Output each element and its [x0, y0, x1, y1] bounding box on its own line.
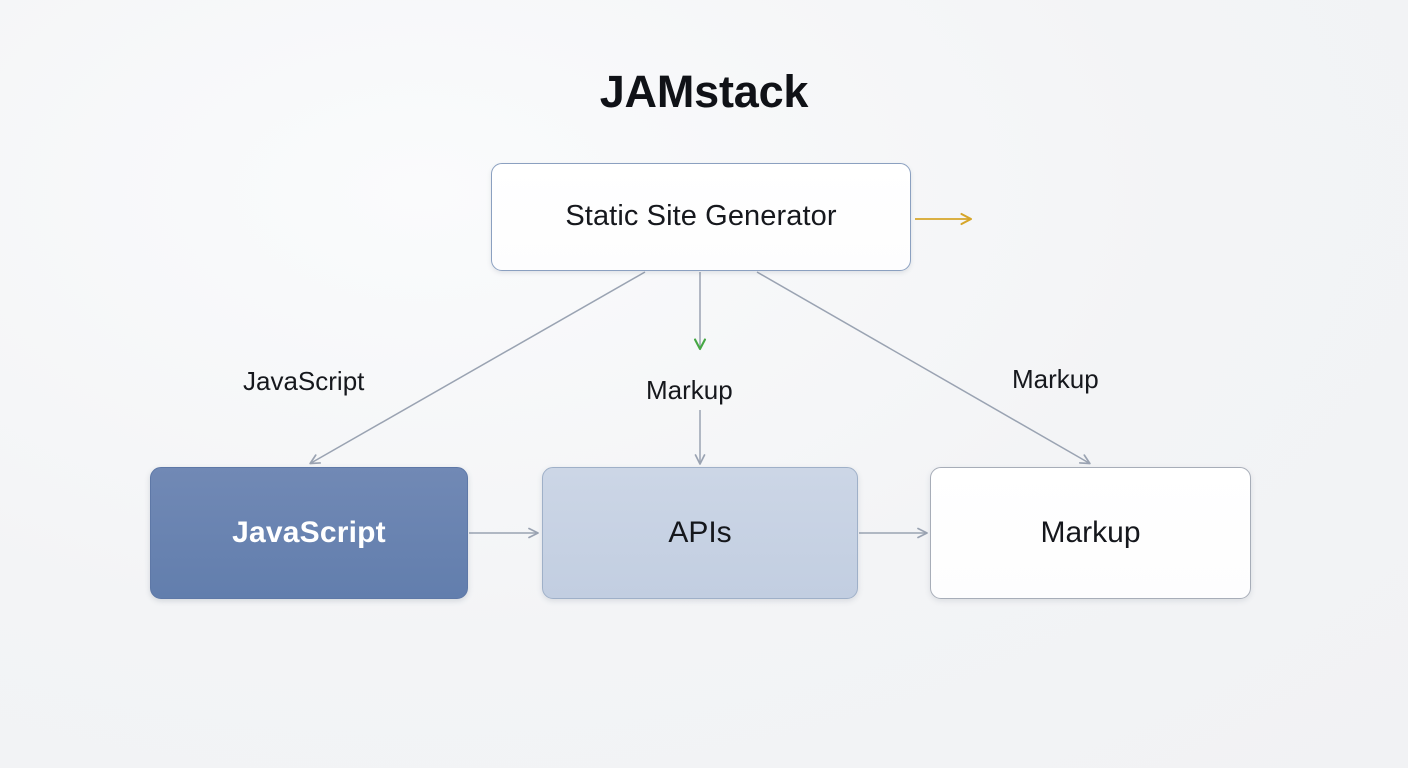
page-title: JAMstack	[599, 66, 809, 117]
edge-label-markup-right: Markup	[1012, 364, 1099, 394]
edge-label-markup-center: Markup	[646, 375, 733, 405]
node-apis[interactable]: APIs	[542, 467, 858, 599]
edge-label-javascript: JavaScript	[243, 366, 365, 396]
node-javascript[interactable]: JavaScript	[150, 467, 468, 599]
node-markup[interactable]: Markup	[930, 467, 1251, 599]
node-static-site-generator[interactable]: Static Site Generator	[491, 163, 911, 271]
